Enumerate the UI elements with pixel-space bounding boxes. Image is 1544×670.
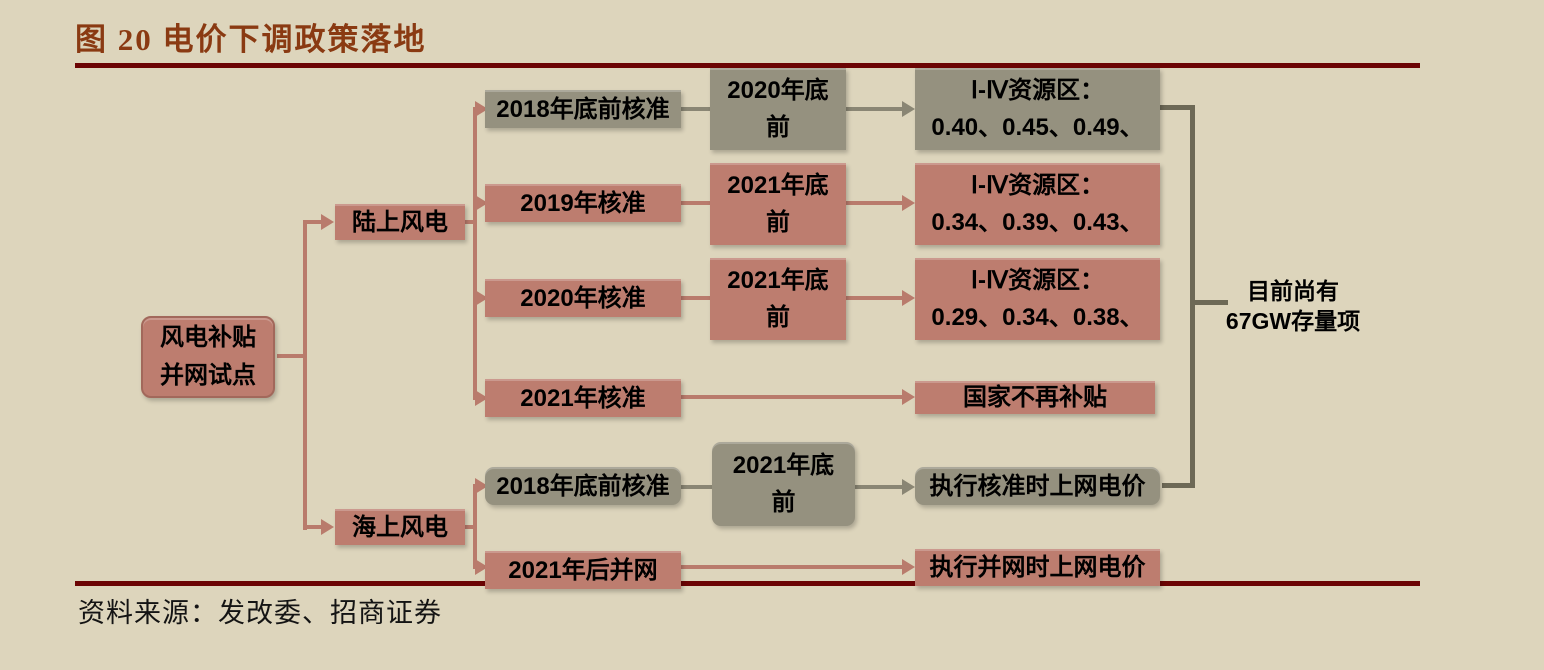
connector-row4-arrow [681,395,904,399]
row6-result-box: 执行并网时上网电价 [915,549,1160,586]
connector-row1-arrow [846,107,904,111]
row4-approval-box: 2021年核准 [485,379,681,417]
row6-approval-box: 2021年后并网 [485,551,681,589]
connector-offshore-out [465,525,477,529]
arrowhead-row1-result-icon [902,101,915,117]
connector-row2-arrow [846,201,904,205]
arrowhead-row2-icon [475,195,488,211]
arrowhead-row5-icon [475,478,488,494]
offshore-box: 海上风电 [335,509,465,545]
row1-approval-box: 2018年底前核准 [485,90,681,128]
connector-to-onshore [305,220,323,224]
row5-approval-box: 2018年底前核准 [485,467,681,505]
row1-result-box: Ⅰ-Ⅳ资源区： 0.40、0.45、0.49、 [915,68,1160,150]
arrowhead-row4-result-icon [902,389,915,405]
connector-root-vertical [303,220,307,530]
row1-deadline-box: 2020年底 前 [710,68,846,150]
bottom-rule [75,581,1420,586]
top-rule [75,63,1420,68]
arrowhead-row2-result-icon [902,195,915,211]
connector-root-out [277,354,305,358]
connector-right-vertical [1190,105,1195,488]
row2-result-box: Ⅰ-Ⅳ资源区： 0.34、0.39、0.43、 [915,163,1160,245]
source-note: 资料来源：发改委、招商证券 [78,598,442,628]
row2-deadline-box: 2021年底 前 [710,163,846,245]
connector-onshore-out [465,220,477,224]
row3-result-box: Ⅰ-Ⅳ资源区： 0.29、0.34、0.38、 [915,258,1160,340]
connector-row5-arrow [855,485,904,489]
connector-row6-arrow [681,565,904,569]
onshore-box: 陆上风电 [335,204,465,240]
arrowhead-row6-icon [475,559,488,575]
arrowhead-row3-icon [475,290,488,306]
row3-approval-box: 2020年核准 [485,279,681,317]
connector-row2-link [681,201,711,205]
arrowhead-onshore-icon [321,214,334,230]
connector-right-bottom [1162,483,1192,488]
connector-row3-arrow [846,296,904,300]
arrowhead-row5-result-icon [902,479,915,495]
connector-row1-link [681,107,711,111]
arrowhead-row3-result-icon [902,290,915,306]
figure-title: 图 20 电价下调政策落地 [75,22,427,57]
arrowhead-offshore-icon [321,519,334,535]
row4-result-box: 国家不再补贴 [915,381,1155,414]
row3-deadline-box: 2021年底 前 [710,258,846,340]
connector-side-note [1195,300,1228,305]
connector-to-offshore [305,525,323,529]
arrowhead-row4-icon [475,390,488,406]
connector-onshore-vertical [473,107,477,400]
connector-row3-link [681,296,711,300]
connector-row5-link [681,485,713,489]
connector-right-top [1160,105,1195,110]
root-box: 风电补贴 并网试点 [141,316,275,398]
row5-result-box: 执行核准时上网电价 [915,467,1160,505]
row2-approval-box: 2019年核准 [485,184,681,222]
arrowhead-row6-result-icon [902,559,915,575]
connector-offshore-vertical [473,484,477,569]
side-note: 目前尚有 67GW存量项 [1225,278,1361,334]
row5-deadline-box: 2021年底 前 [712,442,855,526]
arrowhead-row1-icon [475,101,488,117]
